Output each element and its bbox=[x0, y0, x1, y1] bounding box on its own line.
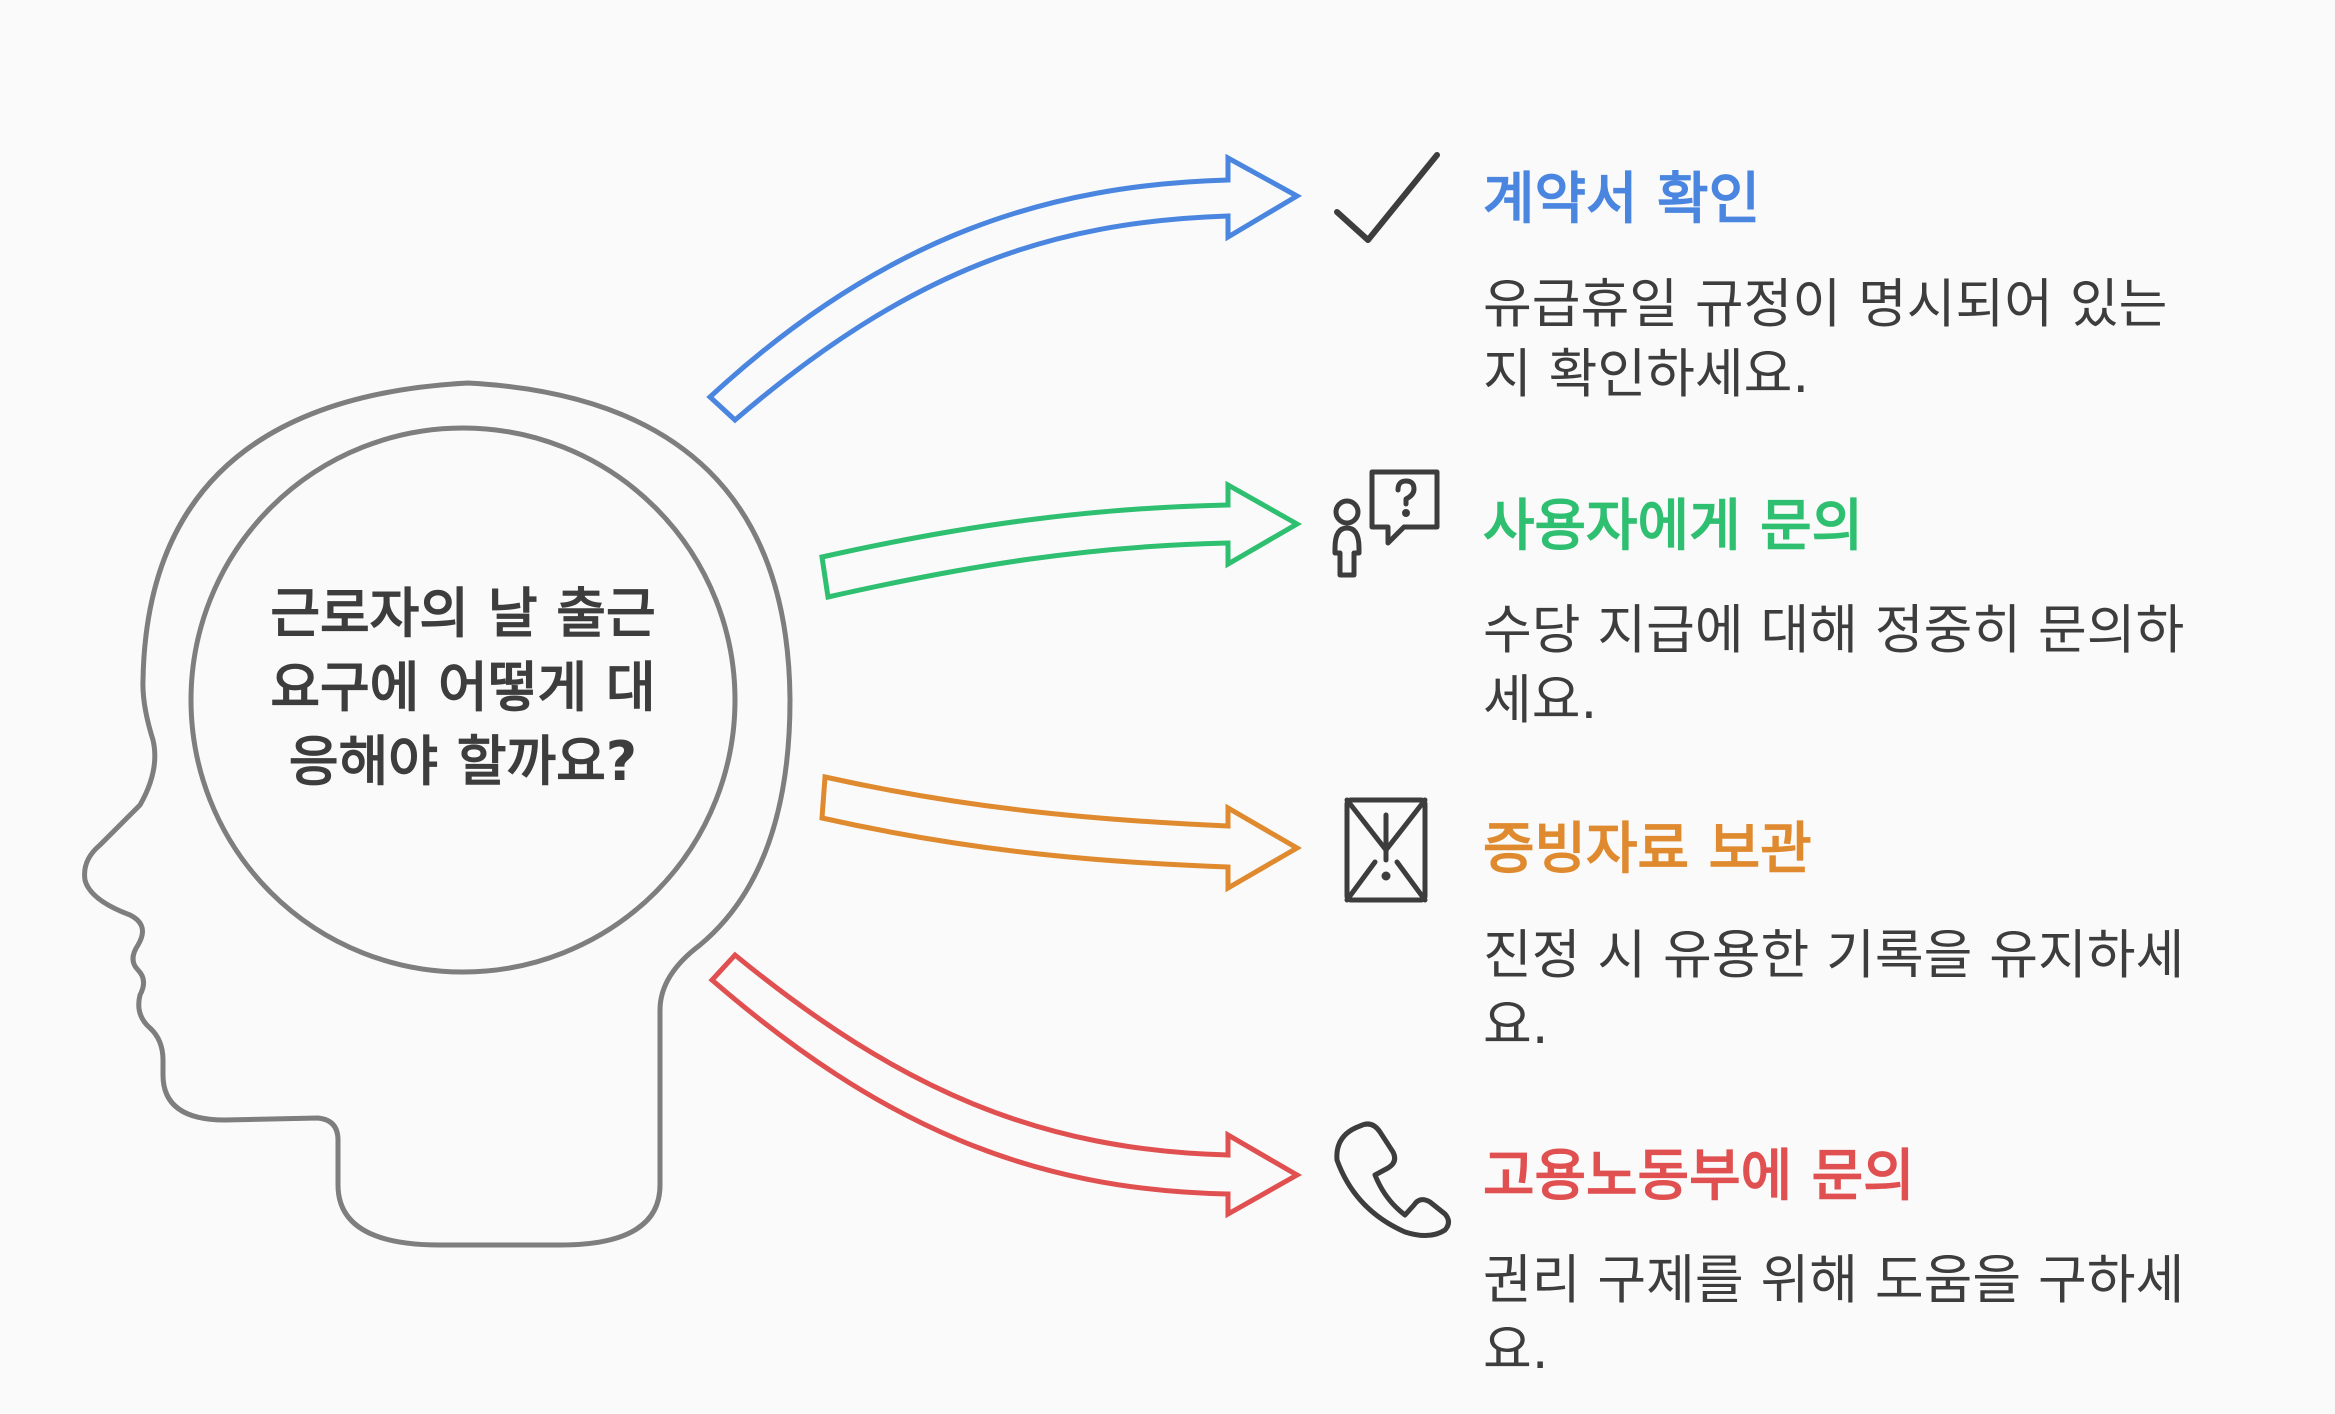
branch-desc-evidence-line-2: 요. bbox=[1483, 995, 1549, 1056]
phone-icon bbox=[1334, 1121, 1451, 1238]
branch-desc-labor-ministry-line-1: 권리 구제를 위해 도움을 구하세 bbox=[1483, 1250, 2184, 1311]
branch-title-labor-ministry: 고용노동부에 문의 bbox=[1483, 1144, 1915, 1209]
branch-desc-employer-line-1: 수당 지급에 대해 정중히 문의하 bbox=[1483, 600, 2184, 661]
head-outline bbox=[82, 380, 793, 1248]
branch-desc-employer-line-2: 세요. bbox=[1483, 670, 1597, 731]
question-circle bbox=[188, 425, 738, 975]
arrow-labor-ministry bbox=[708, 951, 1303, 1219]
branch-desc-labor-ministry-line-2: 요. bbox=[1483, 1320, 1549, 1381]
arrow-contract bbox=[706, 153, 1303, 424]
arrow-evidence bbox=[819, 773, 1302, 893]
central-question-line-3: 응해야 할까요? bbox=[289, 730, 637, 793]
branch-title-contract: 계약서 확인 bbox=[1483, 167, 1760, 232]
checkmark-icon bbox=[1334, 152, 1440, 243]
document-envelope-icon bbox=[1344, 797, 1428, 903]
branch-title-employer: 사용자에게 문의 bbox=[1483, 494, 1863, 559]
person-question-icon bbox=[1332, 469, 1440, 578]
branch-title-evidence: 증빙자료 보관 bbox=[1483, 817, 1812, 882]
branch-desc-contract-line-2: 지 확인하세요. bbox=[1483, 344, 1809, 405]
central-question-line-2: 요구에 어떻게 대 bbox=[270, 656, 655, 719]
central-question-line-1: 근로자의 날 출근 bbox=[270, 582, 655, 645]
branch-desc-evidence-line-1: 진정 시 유용한 기록을 유지하세 bbox=[1483, 925, 2184, 986]
branch-desc-contract-line-1: 유급휴일 규정이 명시되어 있는 bbox=[1483, 274, 2167, 335]
arrow-employer bbox=[819, 480, 1303, 601]
